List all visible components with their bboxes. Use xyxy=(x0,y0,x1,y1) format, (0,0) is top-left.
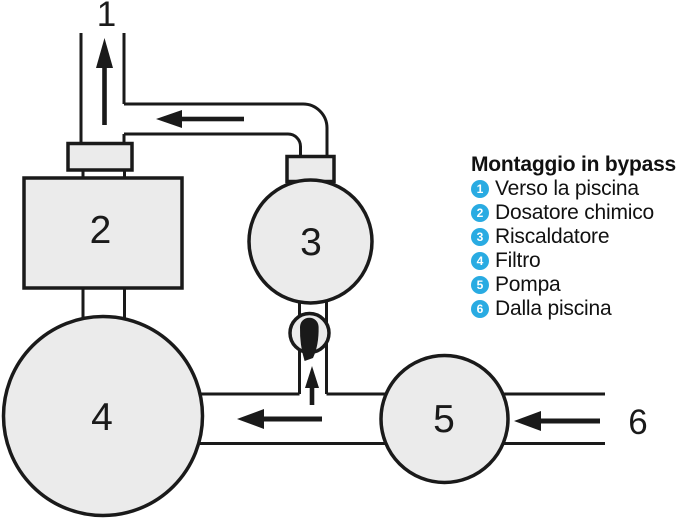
flow-arrow-up-valve-shaft xyxy=(309,386,315,405)
flow-arrow-left-upper-shaft xyxy=(180,116,244,122)
flow-arrow-left-upper-head xyxy=(156,110,182,128)
heater-circle xyxy=(247,178,374,305)
flow-arrow-up-riser-head xyxy=(96,38,113,68)
flow-arrow-up-riser-shaft xyxy=(102,64,107,125)
pipe-upper-bottom-line xyxy=(124,132,302,157)
pump-circle xyxy=(379,353,510,485)
legend-item-verso-la-piscina: 1 Verso la piscina xyxy=(459,177,700,201)
legend-item-label: Dosatore chimico xyxy=(495,201,655,224)
label-number-6: 6 xyxy=(628,403,647,442)
legend-item-label: Verso la piscina xyxy=(495,177,639,200)
pipe-doser-filter-connector xyxy=(81,288,126,320)
doser-top-flange xyxy=(66,141,134,172)
legend-item-pompa: 5 Pompa xyxy=(459,273,700,297)
legend-badge-4-icon: 4 xyxy=(471,252,489,270)
legend-badge-2-icon: 2 xyxy=(471,204,489,222)
valve-handle xyxy=(299,317,319,361)
legend-badge-6-icon: 6 xyxy=(471,300,489,318)
label-number-2: 2 xyxy=(90,209,112,252)
legend-badge-5-icon: 5 xyxy=(471,276,489,294)
flow-arrow-left-main-head xyxy=(237,409,264,429)
chemical-doser-box xyxy=(22,176,184,290)
flow-arrow-left-inlet-shaft xyxy=(539,418,600,424)
flow-arrow-up-valve-head xyxy=(305,366,319,388)
label-number-1: 1 xyxy=(97,0,116,34)
legend-item-label: Pompa xyxy=(495,273,561,296)
legend: Montaggio in bypass 1 Verso la piscina 2… xyxy=(459,152,700,321)
legend-title: Montaggio in bypass xyxy=(471,153,677,176)
filter-circle xyxy=(1,314,205,518)
legend-badge-1-icon: 1 xyxy=(471,180,489,198)
legend-item-dalla-piscina: 6 Dalla piscina xyxy=(459,297,700,321)
flow-arrow-left-main-shaft xyxy=(261,416,322,422)
pipe-upper-top-line xyxy=(124,102,329,157)
legend-item-riscaldatore: 3 Riscaldatore xyxy=(459,225,700,249)
label-number-5: 5 xyxy=(433,398,455,441)
legend-badge-3-icon: 3 xyxy=(471,228,489,246)
legend-item-filtro: 4 Filtro xyxy=(459,249,700,273)
label-number-4: 4 xyxy=(91,396,113,439)
flow-arrow-left-inlet-head xyxy=(514,411,541,431)
heater-top-flange xyxy=(285,154,336,184)
legend-item-label: Riscaldatore xyxy=(495,225,610,248)
legend-item-label: Dalla piscina xyxy=(495,297,612,320)
label-number-3: 3 xyxy=(300,221,322,264)
legend-item-label: Filtro xyxy=(495,249,541,272)
legend-item-dosatore-chimico: 2 Dosatore chimico xyxy=(459,201,700,225)
